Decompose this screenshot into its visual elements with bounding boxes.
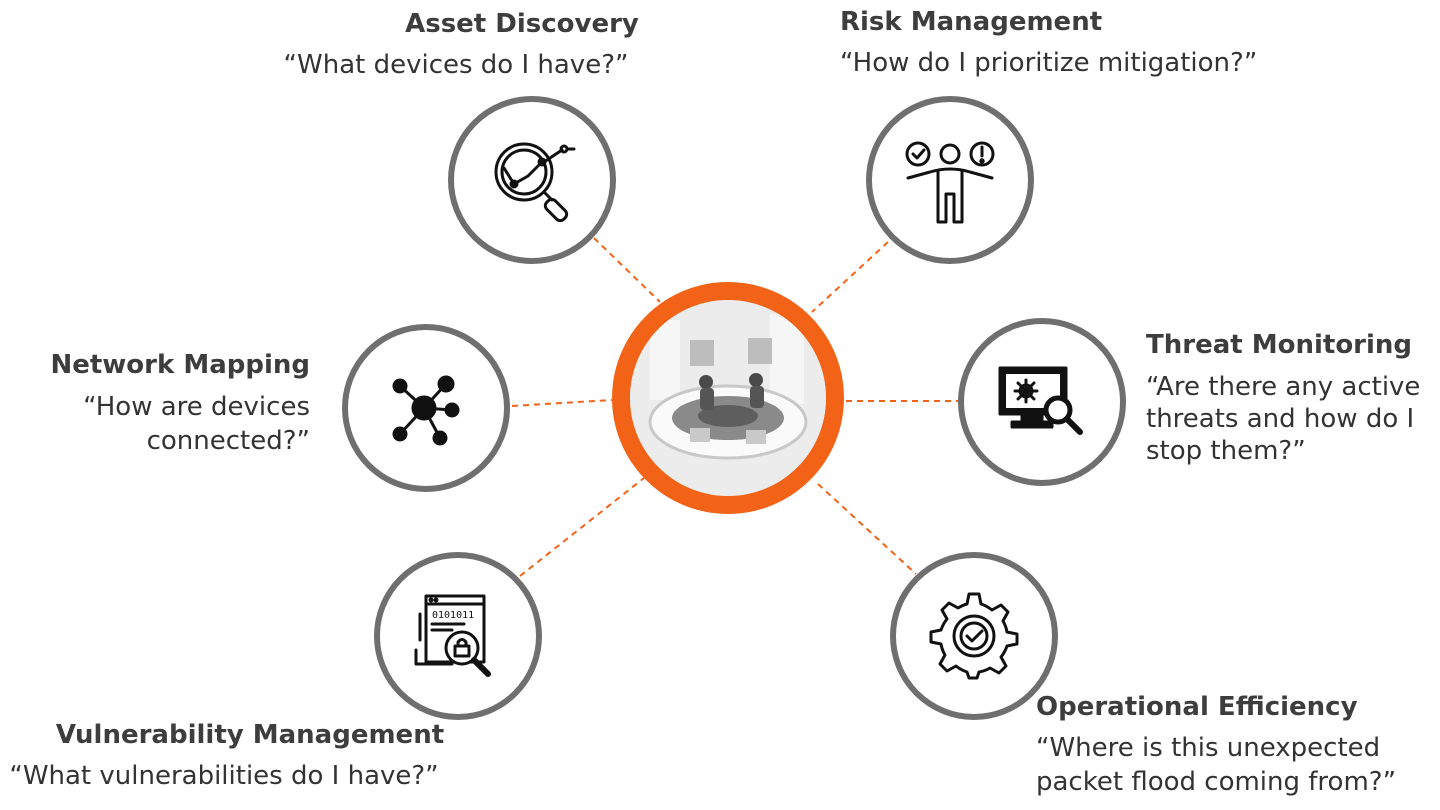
hub-circle (612, 282, 844, 514)
connector-network-mapping (511, 399, 613, 407)
risk-management-title: Risk Management (840, 7, 1103, 37)
asset-discovery-question: “What devices do I have?” (283, 50, 629, 80)
risk-management-question: “How do I prioritize mitigation?” (840, 48, 1258, 78)
person-decision-icon (905, 141, 995, 224)
asset-discovery-title: Asset Discovery (405, 9, 639, 39)
vulnerability-management-circle: 0101011 (374, 552, 542, 720)
network-mapping-title: Network Mapping (50, 350, 310, 380)
threat-monitoring-question-line3: stop them?” (1146, 436, 1306, 466)
network-mapping-question-line1: “How are devices (83, 392, 310, 422)
threat-monitoring-question-line1: “Are there any active (1146, 372, 1421, 402)
gear-check-icon (929, 592, 1019, 680)
monitor-virus-search-icon (998, 366, 1083, 435)
network-mapping-circle (342, 324, 510, 492)
vulnerability-management-title: Vulnerability Management (55, 720, 445, 750)
network-mapping-question-line2: connected?” (146, 426, 310, 456)
threat-monitoring-question-line2: threats and how do I (1146, 404, 1415, 434)
analytics-magnifier-icon (494, 142, 576, 223)
security-operations-center-image (630, 300, 826, 496)
connector-operational-efficiency (817, 483, 917, 575)
risk-management-circle (866, 96, 1034, 264)
operational-efficiency-question-line2: packet flood coming from?” (1036, 767, 1397, 797)
svg-text:0101011: 0101011 (432, 610, 474, 621)
network-hub-icon (392, 375, 460, 446)
connector-asset-discovery (593, 237, 661, 303)
threat-monitoring-title: Threat Monitoring (1146, 330, 1413, 360)
connector-vulnerability-management (519, 477, 645, 577)
operational-efficiency-title: Operational Efficiency (1036, 692, 1358, 722)
operational-efficiency-question-line1: “Where is this unexpected (1036, 733, 1381, 763)
vulnerability-management-question: “What vulnerabilities do I have?” (9, 761, 439, 791)
threat-monitoring-circle (958, 318, 1126, 486)
code-lock-search-icon: 0101011 (414, 594, 491, 677)
asset-discovery-circle (448, 96, 616, 264)
operational-efficiency-circle (890, 552, 1058, 720)
